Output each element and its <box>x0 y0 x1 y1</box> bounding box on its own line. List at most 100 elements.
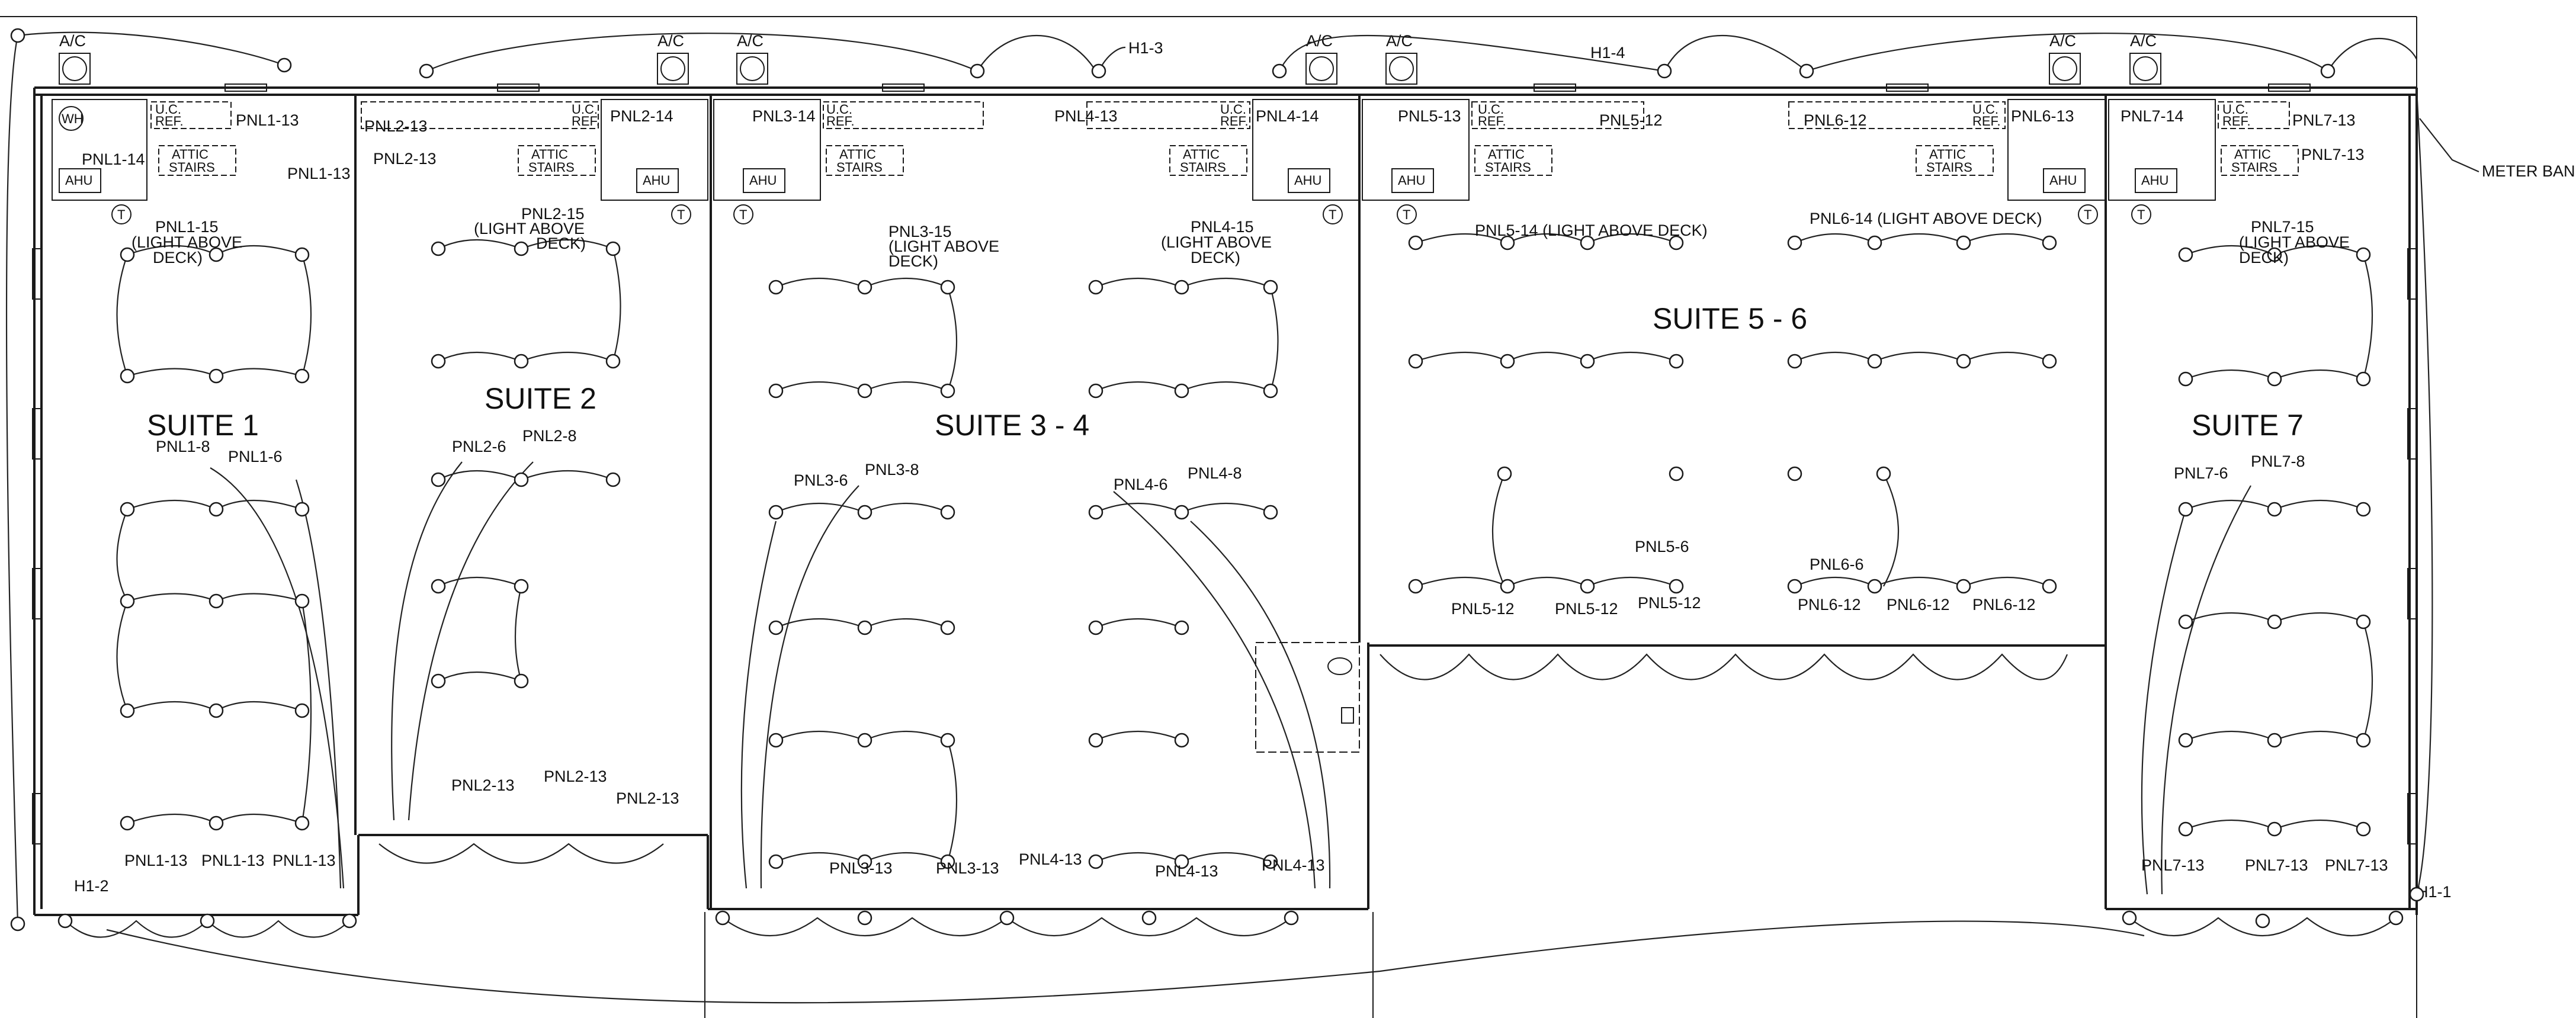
light-fixture <box>857 910 872 926</box>
light-fixture <box>208 247 224 262</box>
light-fixture <box>2122 910 2137 926</box>
light-fixture <box>1284 910 1299 926</box>
svg-text:U.C.: U.C. <box>1972 102 1998 117</box>
meter-bank-label: METER BAN <box>2482 162 2575 180</box>
label-pnl2-14: PNL2-14 <box>610 107 673 125</box>
light-fixture <box>2178 502 2193 517</box>
suite-7-title: SUITE 7 <box>2192 409 2304 442</box>
svg-text:ATTIC: ATTIC <box>839 147 876 162</box>
ac-unit-4: A/C <box>1305 32 1337 85</box>
label-pnl2-13-b: PNL2-13 <box>544 767 607 785</box>
label-pnl6-12-a: PNL6-12 <box>1798 596 1861 614</box>
ac-unit-6: A/C <box>2049 32 2081 85</box>
light-fixture <box>294 703 310 718</box>
light-fixture <box>2042 354 2057 369</box>
light-fixture <box>857 383 872 399</box>
light-fixture <box>999 910 1015 926</box>
light-fixture <box>208 815 224 831</box>
label-pnl3-6: PNL3-6 <box>794 471 848 489</box>
light-fixture <box>1956 354 1971 369</box>
light-fixture <box>431 579 446 594</box>
light-fixture <box>768 505 784 520</box>
light-fixture <box>1669 354 1684 369</box>
light-fixture <box>940 733 955 748</box>
suite-1-title: SUITE 1 <box>147 409 259 442</box>
light-fixture <box>857 280 872 295</box>
light-fixture <box>1263 280 1278 295</box>
light-fixture <box>768 733 784 748</box>
label-pnl1-13-c: PNL1-13 <box>272 852 336 869</box>
light-fixture <box>2267 733 2282 748</box>
label-pnl3-15-b: (LIGHT ABOVE <box>888 237 999 255</box>
light-fixture <box>1272 63 1287 79</box>
label-pnl2-8: PNL2-8 <box>522 427 577 445</box>
label-pnl5-12-top: PNL5-12 <box>1599 111 1663 129</box>
light-fixture <box>1408 579 1423 594</box>
svg-text:ATTIC: ATTIC <box>1488 147 1525 162</box>
light-fixture <box>1876 466 1891 481</box>
svg-text:AHU: AHU <box>643 173 670 188</box>
windows <box>32 84 2418 844</box>
light-fixture <box>2388 910 2404 926</box>
light-fixture <box>120 368 135 384</box>
light-fixture <box>2267 502 2282 517</box>
svg-text:ATTIC: ATTIC <box>531 147 568 162</box>
light-fixture <box>2356 733 2371 748</box>
light-fixture <box>200 913 215 929</box>
svg-text:T: T <box>1403 207 1410 222</box>
label-pnl1-8: PNL1-8 <box>156 438 210 455</box>
svg-text:ATTIC: ATTIC <box>1183 147 1220 162</box>
light-fixture <box>2356 821 2371 837</box>
label-pnl7-15-b: (LIGHT ABOVE <box>2239 233 2350 251</box>
light-fixture <box>431 472 446 487</box>
label-pnl5-14: PNL5-14 (LIGHT ABOVE DECK) <box>1475 221 1708 239</box>
label-pnl6-12-top: PNL6-12 <box>1804 111 1867 129</box>
label-pnl7-8: PNL7-8 <box>2251 452 2305 470</box>
label-pnl2-15-a: PNL2-15 <box>521 205 585 223</box>
label-pnl6-12-c: PNL6-12 <box>1972 596 2036 614</box>
label-pnl7-13-b: PNL7-13 <box>2245 856 2308 874</box>
light-fixture <box>1174 733 1189 748</box>
label-pnl1-13-b: PNL1-13 <box>201 852 265 869</box>
light-fixture <box>2356 502 2371 517</box>
light-fixture <box>857 733 872 748</box>
homerun-h1-3: H1-3 <box>1128 39 1163 57</box>
building-walls <box>33 86 2418 916</box>
light-fixture <box>10 28 25 43</box>
exterior-top-wiring <box>5 31 2433 1004</box>
svg-text:REF.: REF. <box>155 114 184 129</box>
light-fixture <box>1263 505 1278 520</box>
light-fixture <box>514 472 529 487</box>
light-fixture <box>431 673 446 689</box>
label-pnl2-15-c: DECK) <box>536 235 586 252</box>
light-fixture <box>1580 354 1595 369</box>
light-fixture <box>10 916 25 932</box>
svg-text:T: T <box>677 207 685 222</box>
light-fixture <box>1088 383 1103 399</box>
light-fixture <box>57 913 73 929</box>
light-fixture <box>1580 579 1595 594</box>
light-fixture <box>431 241 446 256</box>
light-fixture <box>940 280 955 295</box>
light-fixture <box>1263 854 1278 869</box>
label-pnl5-13: PNL5-13 <box>1398 107 1461 125</box>
light-fixture <box>970 63 985 79</box>
light-fixture <box>120 247 135 262</box>
label-pnl2-13-a: PNL2-13 <box>451 776 515 794</box>
ac-units: A/C A/C A/C A/C A/C A/C A/C <box>59 32 2161 85</box>
light-fixture <box>768 280 784 295</box>
light-fixture <box>120 502 135 517</box>
light-fixture <box>120 815 135 831</box>
svg-text:A/C: A/C <box>1386 32 1413 50</box>
label-pnl3-13-a: PNL3-13 <box>829 859 893 877</box>
light-fixture <box>1088 620 1103 635</box>
svg-text:WH: WH <box>62 111 84 126</box>
light-fixture <box>1500 235 1515 251</box>
label-pnl6-13: PNL6-13 <box>2011 107 2074 125</box>
light-fixture <box>120 593 135 609</box>
label-pnl1-13-upper: PNL1-13 <box>287 165 351 182</box>
label-pnl5-12-a: PNL5-12 <box>1451 600 1515 618</box>
light-fixture <box>2267 247 2282 262</box>
light-fixture <box>2267 614 2282 630</box>
